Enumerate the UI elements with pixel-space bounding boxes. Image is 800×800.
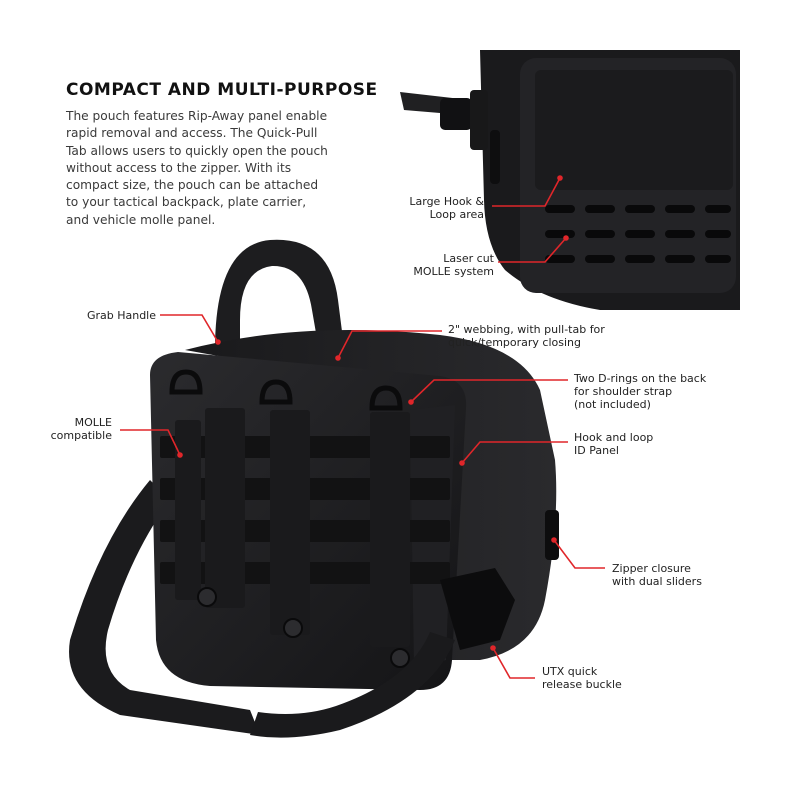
callout-laser-cut: Laser cut MOLLE system — [413, 252, 494, 278]
callout-molle-compatible: MOLLE compatible — [50, 416, 112, 442]
callout-zipper: Zipper closure with dual sliders — [612, 562, 702, 588]
callout-grab-handle: Grab Handle — [86, 309, 156, 322]
description: The pouch features Rip-Away panel enable… — [66, 108, 386, 229]
leader-lines — [120, 177, 605, 679]
vertical-straps — [175, 408, 410, 647]
d-rings — [169, 369, 403, 411]
laser-cut-slots — [545, 205, 731, 263]
callout-d-rings: Two D-rings on the back for shoulder str… — [574, 372, 707, 411]
inset-buckle — [440, 98, 472, 130]
description-line: compact size, the pouch can be attached — [66, 178, 319, 193]
description-line: Tab allows users to quickly open the pou… — [66, 143, 328, 158]
inset-pouch-closeup — [400, 50, 740, 310]
description-line: without access to the zipper. With its — [66, 160, 292, 175]
callout-hook-loop-area: Large Hook & Loop area — [409, 195, 484, 221]
description-line: to your tactical backpack, plate carrier… — [66, 195, 307, 210]
description-line: rapid removal and access. The Quick-Pull — [66, 126, 318, 141]
utx-buckle — [440, 568, 515, 650]
hook-loop-patch — [535, 70, 733, 190]
page-title: COMPACT AND MULTI-PURPOSE — [66, 80, 378, 100]
description-line: The pouch features Rip-Away panel enable — [66, 109, 328, 123]
callout-id-panel: Hook and loop ID Panel — [574, 431, 654, 457]
description-line: and vehicle molle panel. — [66, 212, 216, 227]
callout-webbing: 2" webbing, with pull-tab for quick/temp… — [448, 323, 605, 349]
zipper-slider — [545, 510, 559, 560]
main-pouch — [69, 239, 559, 738]
leader-dots — [177, 175, 569, 651]
callout-buckle: UTX quick release buckle — [542, 665, 622, 691]
snap-buttons — [197, 587, 410, 668]
